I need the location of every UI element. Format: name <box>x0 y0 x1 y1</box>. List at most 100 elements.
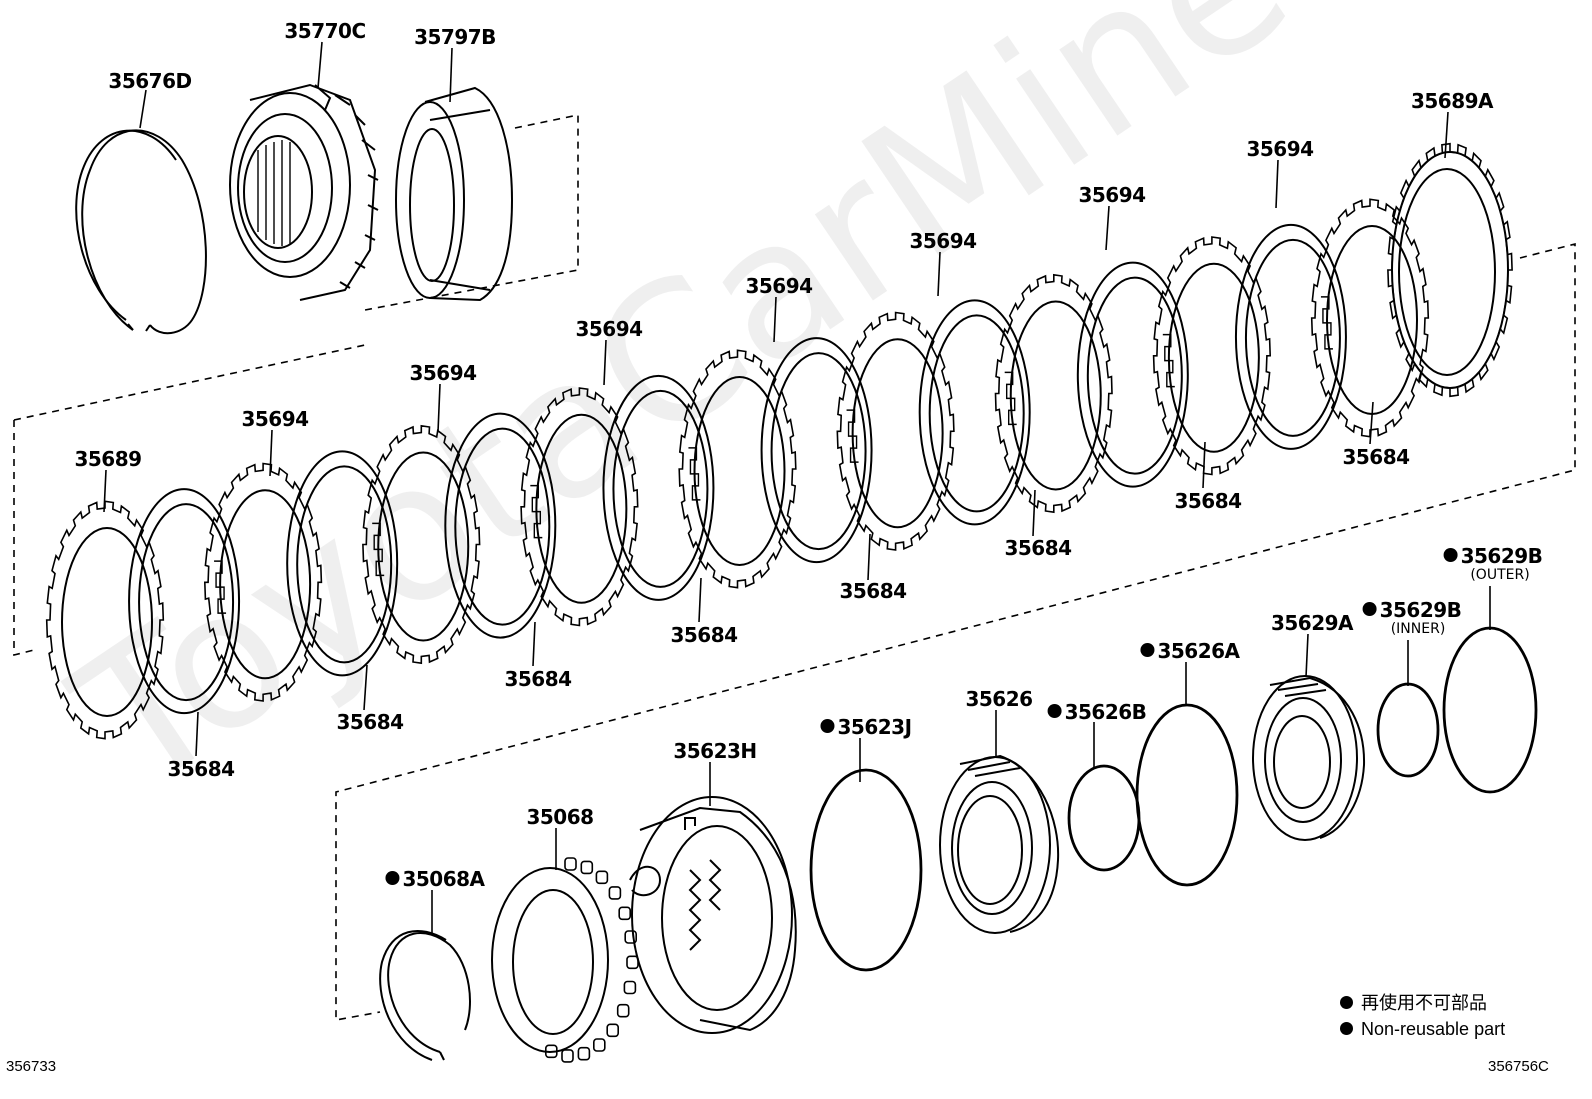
return-spring <box>564 857 577 871</box>
non-reusable-dot-icon <box>1340 996 1353 1009</box>
plate-inner-edge <box>296 465 393 664</box>
toothed-disc <box>1152 236 1272 476</box>
disc-outer-teeth <box>1310 198 1430 438</box>
label-35626A: 35626A <box>1140 640 1240 662</box>
o-ring-35626B <box>1067 764 1141 872</box>
friction-plate <box>602 374 715 601</box>
plate-outer-edge <box>128 488 241 715</box>
plate-outer-edge <box>760 337 873 564</box>
label-35694: 35694 <box>1246 137 1314 161</box>
non-reusable-dot-icon <box>820 719 835 733</box>
hub-spline-teeth <box>257 140 291 246</box>
friction-plate <box>918 299 1031 526</box>
non-reusable-dot-icon <box>1443 548 1458 562</box>
label-35689-visible: 35689 <box>74 447 142 471</box>
non-reusable-dot-icon <box>385 871 400 885</box>
toothed-disc <box>203 462 323 702</box>
piston-35623H <box>629 796 797 1034</box>
label-35623J: 35623J <box>820 716 912 738</box>
o-ring-35626A <box>1135 703 1239 887</box>
clutch-hub-35770C <box>229 83 379 301</box>
label-35694: 35694 <box>745 274 813 298</box>
friction-plate <box>760 337 873 564</box>
return-spring <box>580 860 594 875</box>
plate-outer-edge <box>602 374 715 601</box>
label-35694: 35694 <box>409 361 477 385</box>
return-spring <box>626 955 639 970</box>
plate-outer-edge <box>286 450 399 677</box>
label-35684: 35684 <box>336 710 404 734</box>
label-35684: 35684 <box>167 757 235 781</box>
snap-ring-35068A <box>379 930 471 1061</box>
plate-inner-edge <box>928 314 1025 513</box>
clutch-pack <box>45 198 1430 740</box>
label-35694: 35694 <box>909 229 977 253</box>
disc-inner-edge <box>851 338 944 529</box>
end-plate-35689A <box>1387 142 1513 398</box>
label-35770C: 35770C <box>284 19 366 43</box>
disc-inner-edge <box>377 451 470 642</box>
plate-outer-edge <box>444 412 557 639</box>
plate-inner-edge <box>612 389 709 588</box>
snap-ring-35676D <box>75 129 207 335</box>
label-35629B-outer: 35629B <box>1443 545 1543 567</box>
friction-plate <box>128 488 241 715</box>
label-35626B: 35626B <box>1047 701 1147 723</box>
return-spring <box>577 1046 591 1061</box>
sublabel-outer: (OUTER) <box>1470 567 1530 583</box>
disc-outer-teeth <box>1152 236 1272 476</box>
plate-inner-edge <box>454 427 551 626</box>
friction-plate <box>1234 223 1347 450</box>
plate-outer-edge <box>1234 223 1347 450</box>
label-35684: 35684 <box>1004 536 1072 560</box>
plate-outer-edge <box>1076 261 1189 488</box>
end-plate-teeth <box>1387 142 1513 398</box>
friction-plate <box>286 450 399 677</box>
label-35068: 35068 <box>526 805 594 829</box>
sublabel-inner: (INNER) <box>1390 621 1446 637</box>
seal-35626 <box>939 754 1060 934</box>
disc-inner-edge <box>219 489 312 680</box>
disc-inner-edge <box>1167 262 1260 453</box>
diagram-code-left: 356733 <box>6 1058 57 1075</box>
return-spring <box>618 906 632 921</box>
toothed-disc <box>520 387 639 627</box>
disc-outer-teeth <box>678 349 797 589</box>
return-spring <box>606 1023 620 1038</box>
label-35626: 35626 <box>965 687 1033 711</box>
return-spring <box>592 1038 606 1052</box>
friction-plate <box>444 412 557 639</box>
non-reusable-dot-icon <box>1047 704 1062 718</box>
return-spring <box>608 886 622 900</box>
label-35623H: 35623H <box>673 739 757 763</box>
disc-inner-edge <box>61 527 153 717</box>
non-reusable-dot-icon <box>1340 1022 1353 1035</box>
plate-outer-edge <box>918 299 1031 526</box>
return-spring <box>623 980 637 995</box>
group-outline-dashed <box>13 114 1576 1021</box>
disc-outer-teeth <box>994 273 1113 514</box>
non-reusable-dot-icon <box>1362 602 1377 616</box>
label-35694: 35694 <box>575 317 643 341</box>
sleeve-35797B <box>395 86 514 302</box>
label-35797B: 35797B <box>414 25 496 49</box>
disc-inner-edge <box>693 376 786 566</box>
return-spring <box>595 870 609 885</box>
seal-35629A <box>1252 675 1366 841</box>
toothed-disc <box>45 500 165 740</box>
toothed-disc <box>836 311 955 551</box>
label-35684: 35684 <box>1174 489 1242 513</box>
label-35068A: 35068A <box>385 868 485 890</box>
disc-inner-edge <box>535 413 628 604</box>
label-35694: 35694 <box>1078 183 1146 207</box>
return-spring <box>616 1003 630 1018</box>
label-35684: 35684 <box>670 623 738 647</box>
toothed-disc <box>994 273 1113 514</box>
o-ring-35629B-inner <box>1376 682 1440 778</box>
label-35684: 35684 <box>1342 445 1410 469</box>
o-ring-35629B-outer <box>1442 626 1538 794</box>
disc-outer-teeth <box>836 311 955 551</box>
plate-inner-edge <box>770 352 867 551</box>
plate-inner-edge <box>1244 238 1341 437</box>
